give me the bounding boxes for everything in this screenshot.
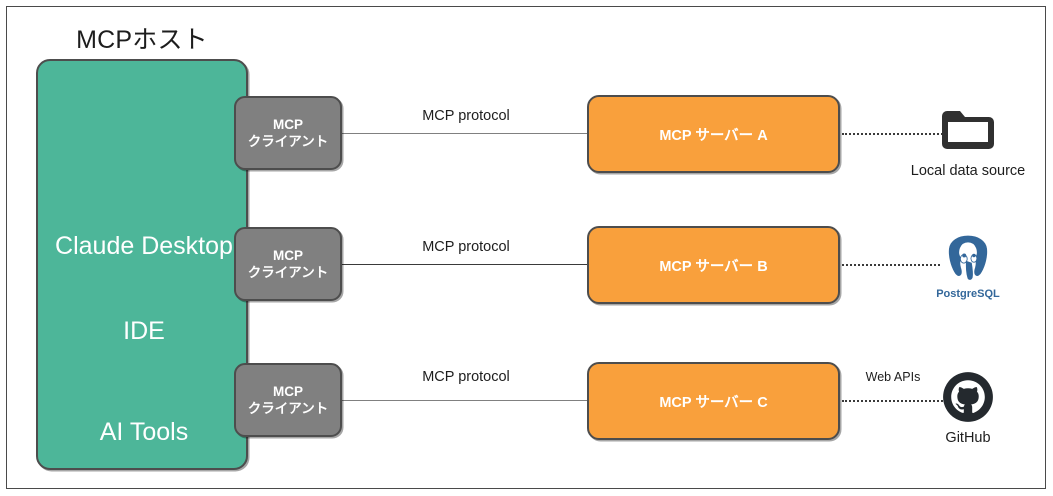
connector-client-server-3 (341, 400, 588, 401)
connection-label-web-apis: Web APIs (865, 370, 921, 384)
resource-label-postgresql: PostgreSQL (936, 288, 1000, 300)
mcp-client-1-line2: クライアント (247, 134, 329, 149)
mcp-client-3-line2: クライアント (247, 401, 329, 416)
mcp-server-c[interactable]: MCP サーバー C (587, 362, 840, 440)
connector-server-resource-2 (842, 264, 940, 266)
connector-server-resource-1 (842, 133, 943, 135)
connector-client-server-2 (341, 264, 588, 265)
mcp-client-2-line2: クライアント (247, 265, 329, 280)
github-icon (888, 368, 1048, 426)
mcp-client-1-line1: MCP (273, 116, 303, 132)
connection-label-2: MCP protocol (422, 239, 510, 255)
connection-label-1: MCP protocol (422, 108, 510, 124)
mcp-client-3-line1: MCP (273, 383, 303, 399)
mcp-server-b[interactable]: MCP サーバー B (587, 226, 840, 304)
connector-client-server-1 (341, 133, 588, 134)
host-item-ai-tools: AI Tools (99, 418, 189, 446)
host-item-claude-desktop: Claude Desktop (55, 232, 233, 260)
resource-local-data-source: Local data source (888, 101, 1048, 179)
resource-github: GitHub (888, 368, 1048, 446)
mcp-client-2-line1: MCP (273, 247, 303, 263)
host-item-ide: IDE (123, 317, 165, 345)
connector-server-resource-3 (842, 400, 943, 402)
host-title: MCPホスト (76, 26, 208, 54)
resource-label-local-data-source: Local data source (910, 163, 1026, 179)
mcp-client-2[interactable]: MCP クライアント (234, 227, 342, 301)
resource-postgresql: PostgreSQL (888, 229, 1048, 300)
mcp-server-a[interactable]: MCP サーバー A (587, 95, 840, 173)
resource-label-github: GitHub (945, 430, 991, 446)
mcp-client-1[interactable]: MCP クライアント (234, 96, 342, 170)
postgresql-icon (888, 229, 1048, 287)
folder-icon (888, 101, 1048, 159)
mcp-host-panel: Claude Desktop IDE AI Tools (36, 59, 248, 470)
connection-label-3: MCP protocol (422, 369, 510, 385)
mcp-client-3[interactable]: MCP クライアント (234, 363, 342, 437)
